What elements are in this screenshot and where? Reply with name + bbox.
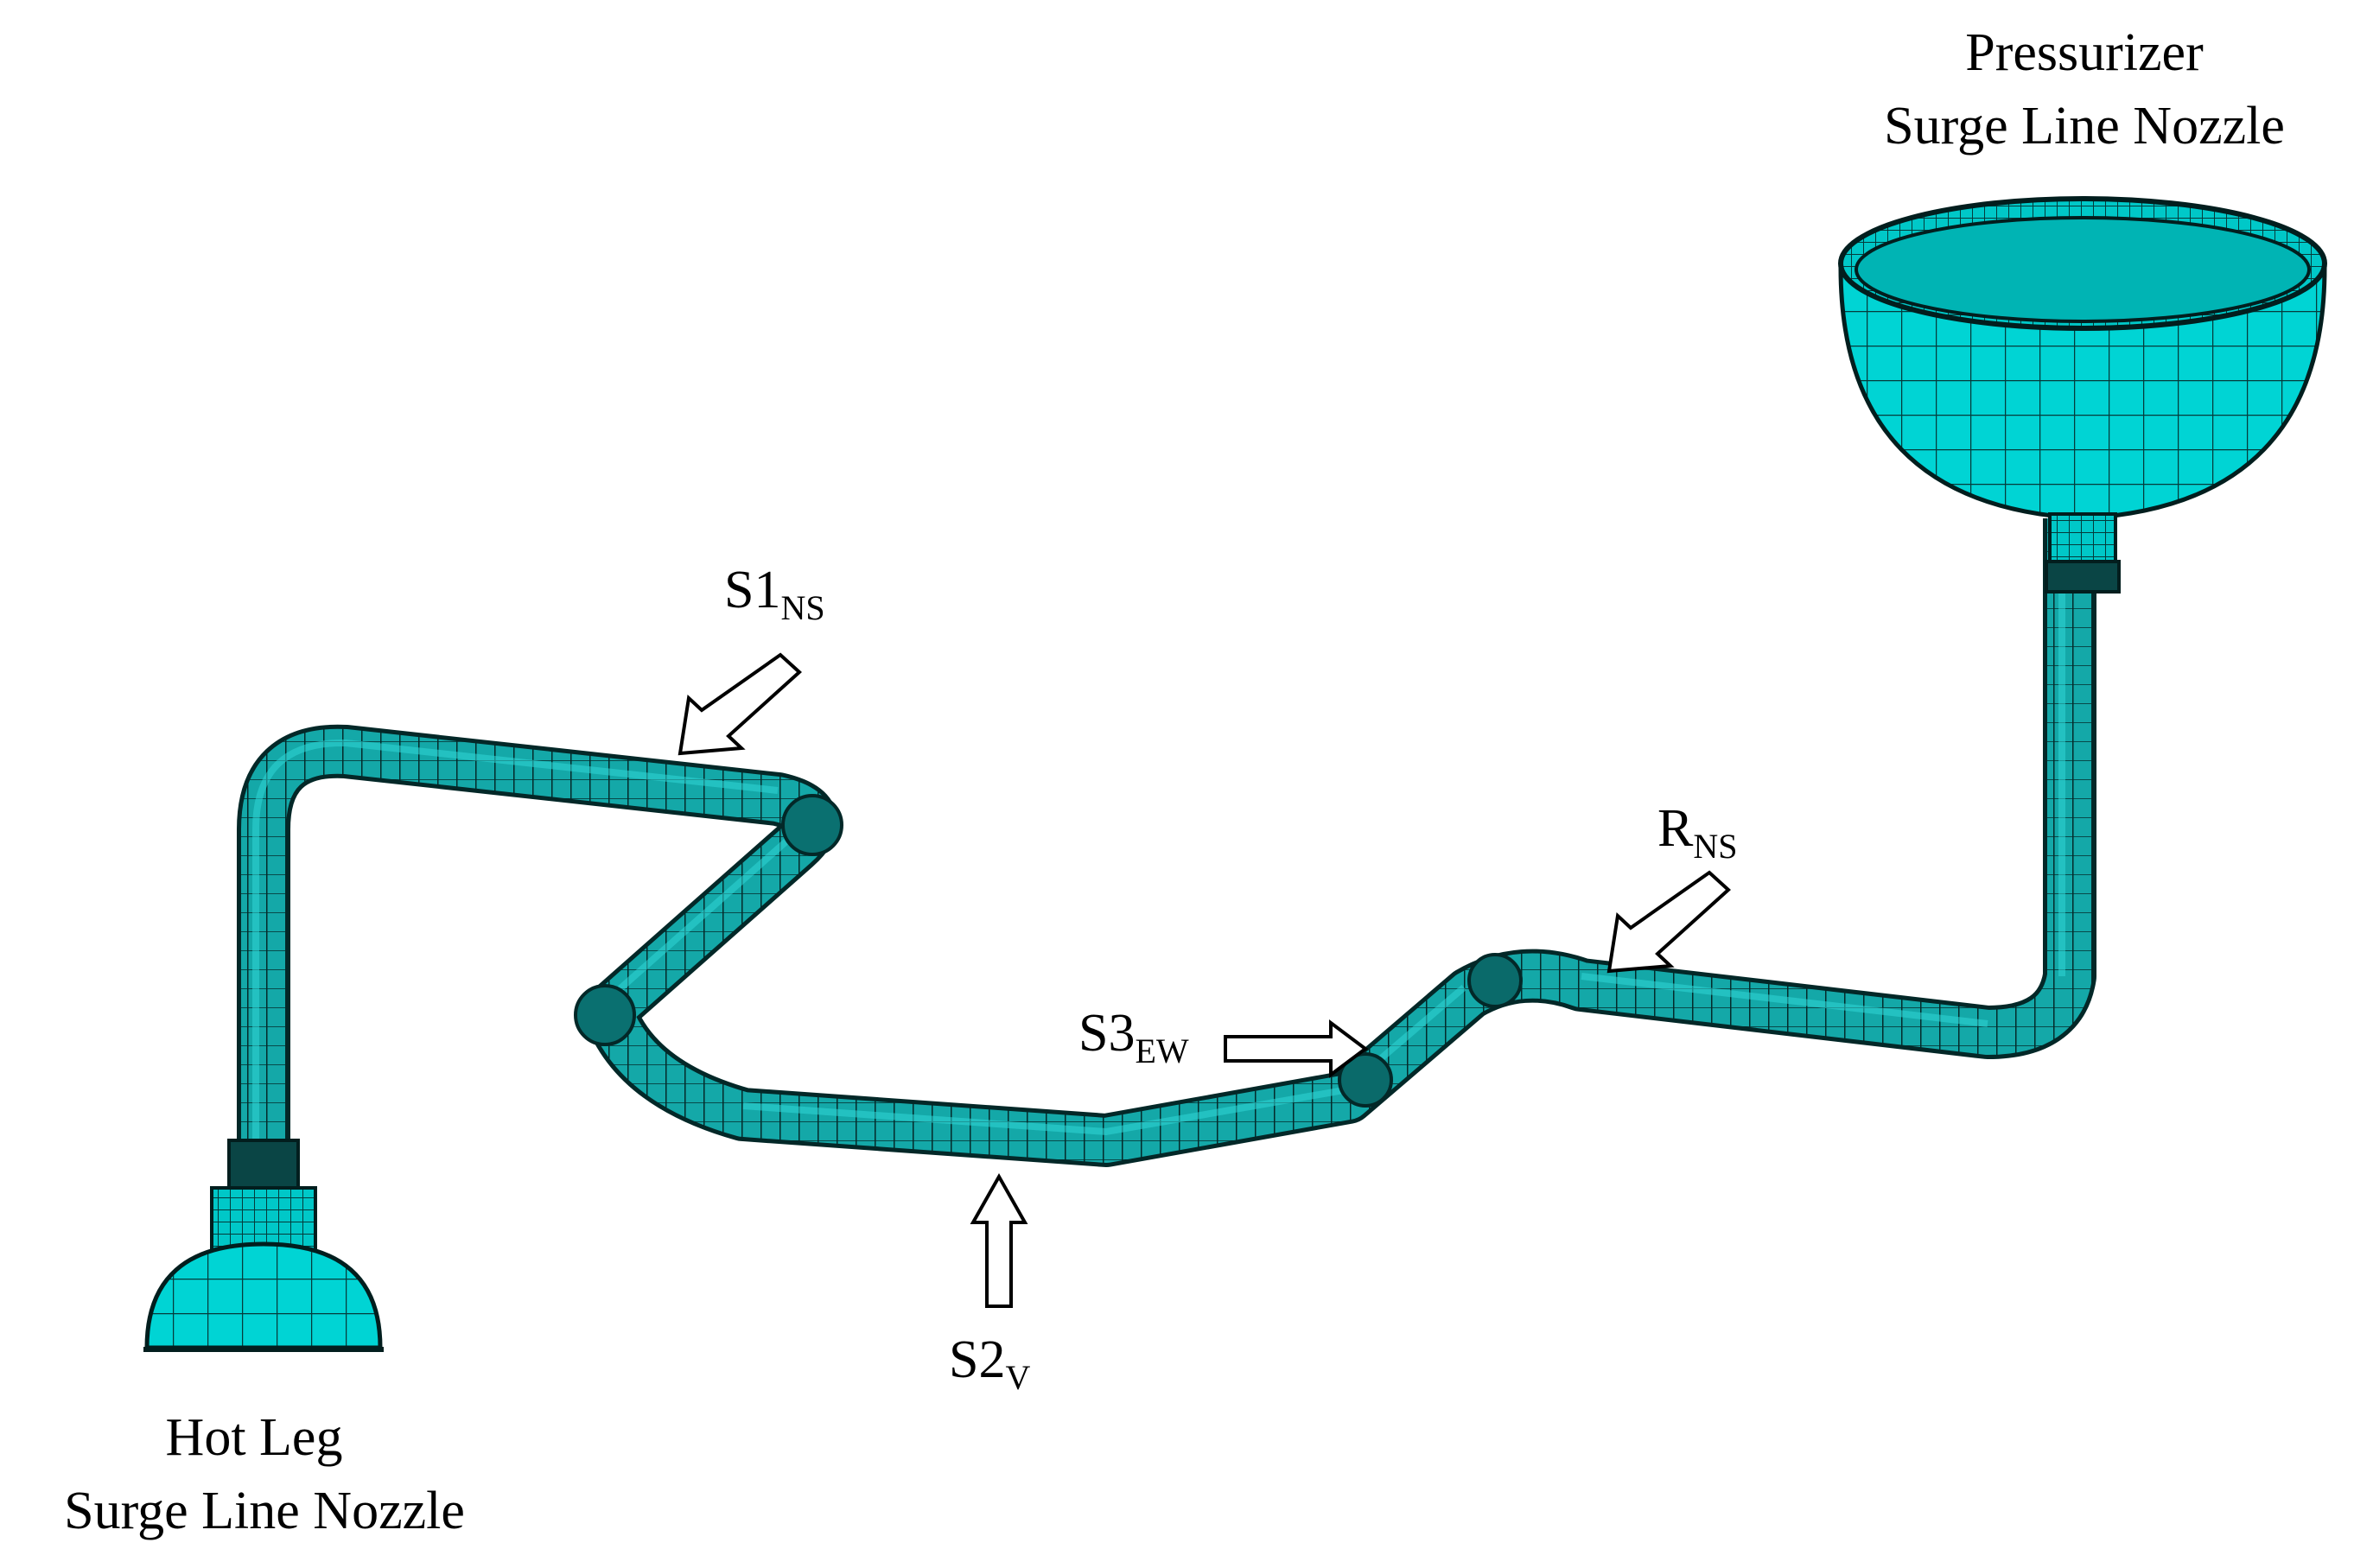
hot-leg-neck bbox=[227, 1139, 300, 1190]
arrow-r-shape bbox=[1606, 870, 1731, 974]
hot-leg-nozzle bbox=[143, 1139, 384, 1352]
label-s2-sub: V bbox=[1005, 1358, 1031, 1397]
arrow-s3-shape bbox=[1224, 1019, 1369, 1078]
label-s2-main: S2 bbox=[949, 1330, 1006, 1389]
pressurizer-neck bbox=[2048, 512, 2117, 568]
pipe-outline bbox=[237, 518, 2096, 1179]
pipe-body bbox=[241, 518, 2092, 1179]
pipe-highlight bbox=[252, 518, 2065, 1179]
label-s3-ew: S3EW bbox=[1078, 1006, 1189, 1069]
arrow-s2-shape bbox=[970, 1172, 1028, 1308]
label-s1-main: S1 bbox=[724, 561, 781, 619]
surge-line-pipe bbox=[237, 518, 2096, 1179]
elbow-mesh bbox=[781, 794, 843, 856]
hot-leg-dome bbox=[144, 1241, 383, 1350]
arrow-s2 bbox=[970, 1172, 1028, 1308]
label-s2-v: S2V bbox=[949, 1333, 1030, 1395]
pressurizer-neck-ring bbox=[2045, 560, 2121, 594]
hot-leg-label-line1: Hot Leg bbox=[165, 1408, 343, 1467]
arrow-s3 bbox=[1224, 1019, 1369, 1078]
label-r-ns: RNS bbox=[1657, 802, 1738, 864]
label-s3-main: S3 bbox=[1078, 1004, 1136, 1063]
label-s1-ns: S1NS bbox=[724, 563, 825, 625]
arrow-s1 bbox=[678, 652, 802, 756]
pressurizer-label-line1: Pressurizer bbox=[1965, 23, 2204, 82]
arrow-s1-shape bbox=[678, 652, 802, 756]
label-s3-sub: EW bbox=[1135, 1032, 1189, 1070]
elbow-mesh bbox=[1467, 953, 1523, 1008]
hot-leg-label-line2: Surge Line Nozzle bbox=[64, 1482, 465, 1540]
arrow-r bbox=[1606, 870, 1731, 974]
pressurizer-nozzle bbox=[1838, 196, 2327, 594]
label-s1-sub: NS bbox=[780, 588, 825, 627]
elbow-mesh bbox=[1338, 1052, 1393, 1108]
label-r-sub: NS bbox=[1693, 827, 1738, 866]
label-r-main: R bbox=[1657, 799, 1694, 858]
pressurizer-label-line2: Surge Line Nozzle bbox=[1884, 97, 2285, 156]
elbow-mesh bbox=[574, 984, 636, 1046]
pressurizer-rim-inner bbox=[1855, 216, 2311, 323]
